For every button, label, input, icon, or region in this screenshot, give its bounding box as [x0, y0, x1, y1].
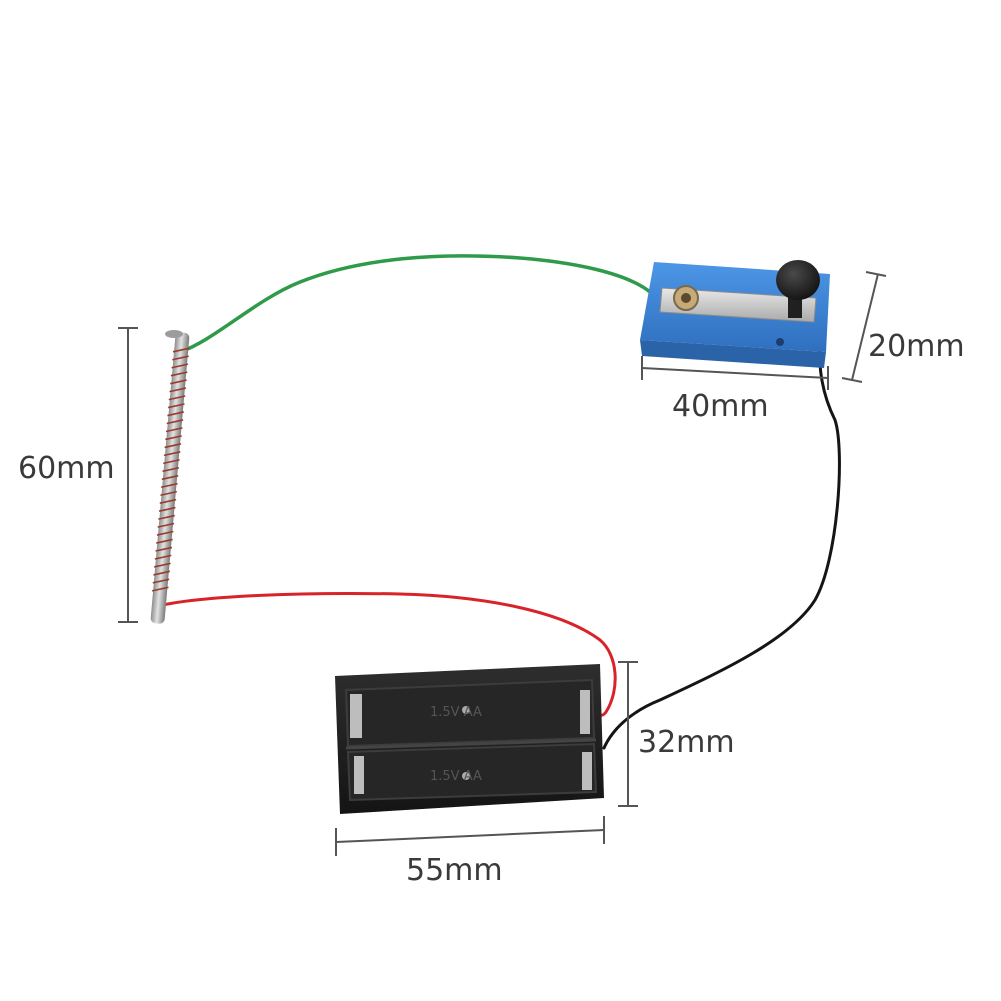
dim-coil: 60mm [18, 327, 138, 623]
switch-icon [640, 260, 830, 368]
coil-winding [157, 522, 175, 528]
switch-knob-icon [776, 260, 820, 318]
coil-winding [166, 419, 184, 425]
battery-marking-lower: 1.5V AA [430, 769, 482, 784]
coil-winding [167, 403, 185, 409]
coil-winding [156, 538, 173, 544]
coil-winding [168, 395, 186, 401]
coil-winding [156, 530, 174, 536]
red-wire [156, 592, 617, 717]
coil-winding [160, 482, 178, 489]
coil-winding [154, 554, 172, 560]
coil-winding [172, 355, 189, 361]
coil-winding [165, 427, 183, 433]
coil-winding [169, 387, 187, 393]
battery-holder-icon: 1.5V AA 1.5V AA [335, 664, 604, 814]
coil-winding [164, 443, 182, 449]
coil-winding [160, 490, 178, 497]
dim-label-battery-height: 32mm [638, 725, 735, 760]
coil-winding [155, 546, 173, 552]
coil-winding [165, 435, 182, 441]
battery-marking-upper: 1.5V AA [430, 705, 482, 720]
coil-winding [161, 474, 179, 481]
green-wire [178, 254, 652, 354]
coil-winding [158, 506, 176, 512]
coil-winding [159, 498, 177, 504]
coil-nail-icon [150, 330, 190, 624]
coil-winding [158, 514, 175, 520]
dim-switch-width: 40mm [641, 356, 829, 424]
dim-switch-height: 20mm [841, 271, 965, 383]
coil-winding [152, 578, 170, 584]
coil-winding [170, 371, 188, 377]
dim-battery-height: 32mm [618, 661, 735, 807]
dim-label-switch-width: 40mm [672, 389, 769, 424]
coil-winding [154, 562, 171, 568]
coil-winding [172, 347, 190, 353]
coil-winding [163, 458, 180, 465]
dim-label-coil: 60mm [18, 451, 115, 486]
coil-winding [163, 451, 181, 457]
coil-winding [171, 363, 189, 369]
dim-label-switch-height: 20mm [868, 329, 965, 364]
coil-winding [153, 570, 171, 576]
dim-label-battery-width: 55mm [406, 853, 503, 888]
coil-winding [162, 466, 180, 473]
coil-winding [167, 411, 184, 417]
black-wire [602, 328, 841, 750]
coil-winding [151, 586, 169, 592]
coil-winding [170, 379, 187, 385]
dim-battery-width: 55mm [335, 816, 605, 888]
